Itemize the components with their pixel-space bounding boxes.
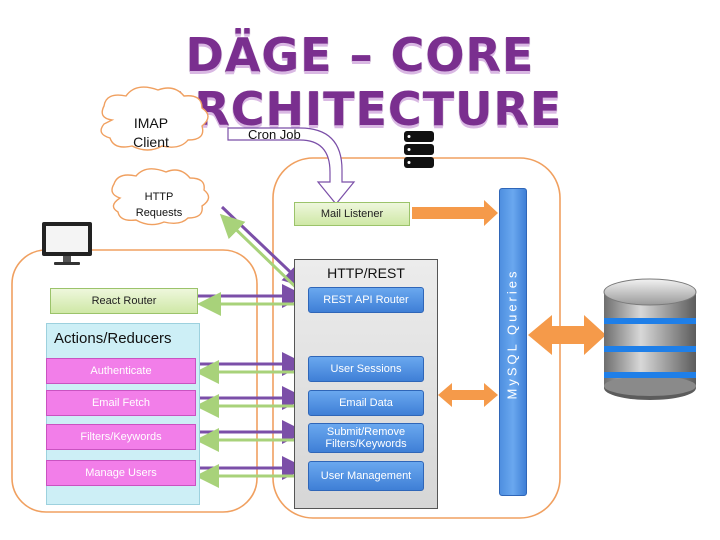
http-requests-label: HTTP Requests — [135, 191, 183, 219]
mysql-queries-label: MySQL Queries — [504, 268, 520, 400]
user-management-box: User Management — [308, 461, 424, 491]
rest-api-router-box: REST API Router — [308, 287, 424, 313]
react-router-box: React Router — [50, 288, 198, 314]
mysql-queries-bar — [499, 188, 527, 496]
http-requests-cloud — [111, 168, 210, 226]
page-title: DÄGE – CORE ARCHITECTURE — [157, 28, 563, 136]
client-container — [11, 249, 258, 513]
imap-client-label: IMAP Client — [133, 115, 169, 150]
mail-listener-to-mysql-arrow — [412, 200, 498, 226]
mysql-database-double-arrow — [528, 315, 606, 355]
filters-keywords-box: Filters/Keywords — [46, 424, 196, 450]
user-sessions-box: User Sessions — [308, 356, 424, 382]
authenticate-box: Authenticate — [46, 358, 196, 384]
mail-listener-box: Mail Listener — [294, 202, 410, 226]
server-icon — [404, 131, 434, 168]
http-rest-heading: HTTP/REST — [327, 265, 405, 281]
email-data-mysql-double-arrow — [438, 383, 498, 407]
database-icon — [603, 278, 697, 400]
monitor-icon — [42, 222, 92, 265]
cron-job-label: Cron Job — [248, 127, 301, 142]
http-response-arrow — [219, 213, 307, 298]
actions-reducers-heading: Actions/Reducers — [54, 330, 172, 347]
imap-cloud — [100, 86, 209, 151]
email-fetch-box: Email Fetch — [46, 390, 196, 416]
email-data-box: Email Data — [308, 390, 424, 416]
submit-remove-filters-box: Submit/Remove Filters/Keywords — [308, 423, 424, 453]
manage-users-box: Manage Users — [46, 460, 196, 486]
